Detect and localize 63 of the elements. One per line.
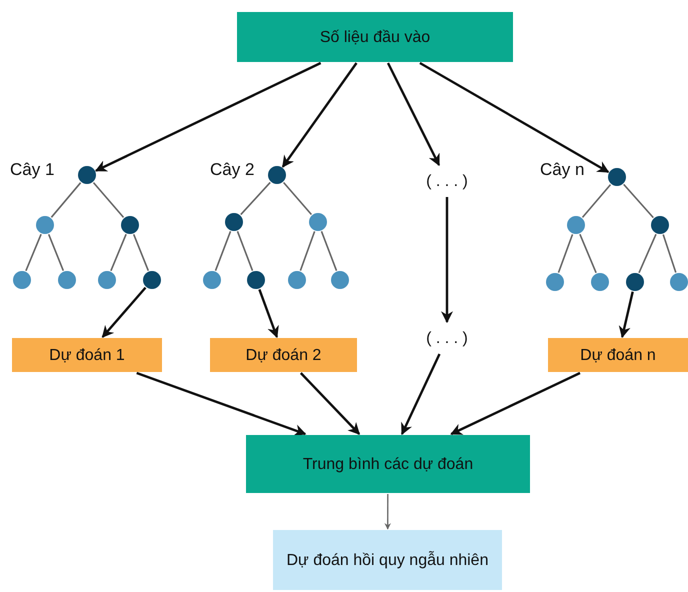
- tree-node-circle: [567, 216, 585, 234]
- arrow: [386, 62, 440, 166]
- tree-label: Cây n: [540, 160, 584, 180]
- average-box: Trung bình các dự đoán: [246, 435, 530, 493]
- arrow: [618, 291, 634, 338]
- ellipsis-text: ( . . . ): [405, 166, 489, 196]
- tree-branch-line: [236, 231, 254, 271]
- arrow: [282, 62, 358, 168]
- tree-node-circle: [78, 166, 96, 184]
- tree-branch-line: [48, 234, 64, 271]
- tree-node-circle: [203, 271, 221, 289]
- arrow: [384, 494, 391, 530]
- tree-branch-line: [25, 234, 42, 272]
- tree-node-circle: [651, 216, 669, 234]
- arrow: [102, 286, 146, 338]
- tree-branch-line: [50, 182, 82, 218]
- tree-branch-line: [283, 182, 312, 216]
- arrow: [450, 372, 581, 436]
- arrow: [441, 197, 453, 324]
- tree-branch-line: [214, 231, 232, 271]
- tree-branch-line: [579, 234, 597, 274]
- arrow: [400, 354, 441, 436]
- tree-node-circle: [608, 168, 626, 186]
- input-box: Số liệu đầu vào: [237, 12, 513, 62]
- tree-node-circle: [288, 271, 306, 289]
- tree-node-circle: [309, 213, 327, 231]
- tree-node-circle: [626, 273, 644, 291]
- tree-branch-line: [240, 182, 271, 216]
- tree-node-circle: [591, 273, 609, 291]
- tree-branch-line: [662, 234, 677, 273]
- arrow: [300, 372, 360, 435]
- tree-node-circle: [670, 273, 688, 291]
- ellipsis-text: ( . . . ): [405, 323, 489, 353]
- arrow: [419, 62, 610, 174]
- tree-label: Cây 2: [210, 160, 254, 180]
- tree-branch-line: [110, 234, 127, 272]
- tree-node-circle: [247, 271, 265, 289]
- tree-node-circle: [98, 271, 116, 289]
- arrow: [258, 288, 279, 338]
- tree-node-circle: [36, 216, 54, 234]
- tree-node-circle: [225, 213, 243, 231]
- prediction-box: Dự đoán 1: [12, 338, 162, 372]
- tree-node-circle: [13, 271, 31, 289]
- tree-branch-line: [582, 184, 612, 218]
- tree-node-circle: [268, 166, 286, 184]
- tree-node-circle: [546, 273, 564, 291]
- tree-node-circle: [121, 216, 139, 234]
- tree-node-circle: [143, 271, 161, 289]
- tree-branch-line: [638, 234, 657, 274]
- tree-node-circle: [58, 271, 76, 289]
- arrow: [94, 62, 322, 172]
- tree-branch-line: [623, 184, 654, 218]
- prediction-box: Dự đoán n: [548, 338, 688, 372]
- tree-node-circle: [331, 271, 349, 289]
- tree-branch-line: [558, 234, 574, 273]
- prediction-box: Dự đoán 2: [210, 338, 357, 372]
- tree-branch-line: [300, 231, 316, 271]
- arrow: [136, 372, 306, 436]
- tree-branch-line: [320, 231, 338, 271]
- tree-branch-line: [132, 234, 150, 271]
- tree-branch-line: [92, 182, 124, 218]
- tree-label: Cây 1: [10, 160, 54, 180]
- result-box: Dự đoán hồi quy ngẫu nhiên: [273, 530, 502, 590]
